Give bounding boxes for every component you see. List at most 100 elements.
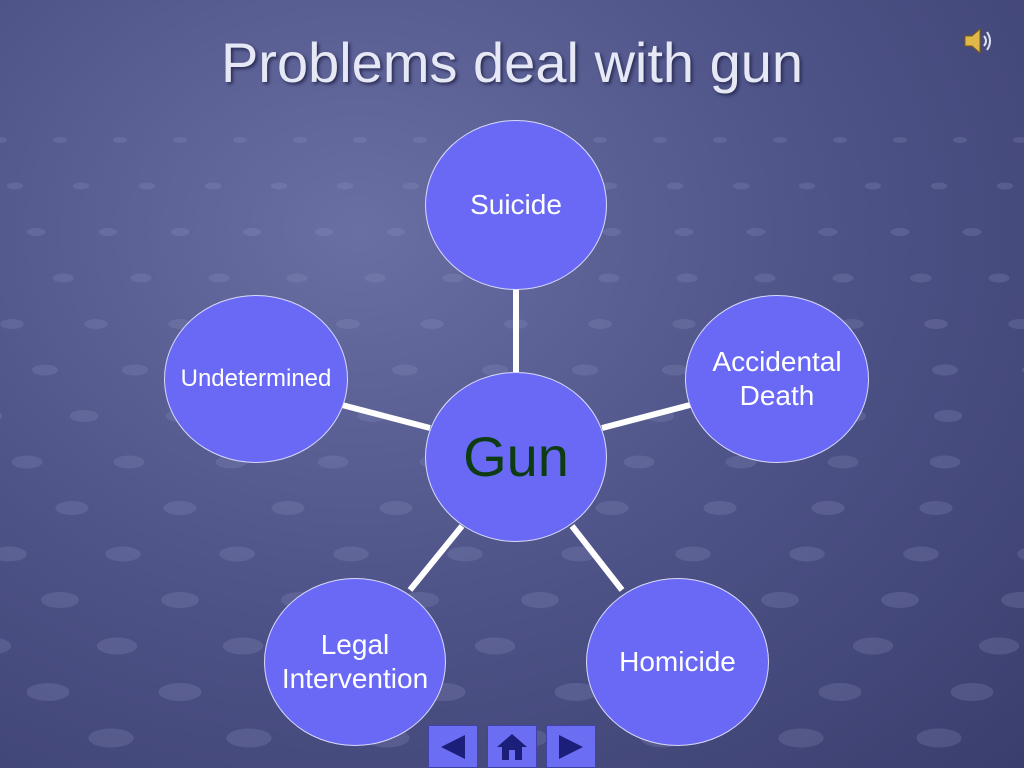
background-dot [336, 182, 354, 190]
background-dot [833, 137, 847, 143]
left-arrow-icon [441, 734, 465, 759]
background-dot [84, 319, 108, 329]
background-dot [746, 228, 766, 236]
background-dot [413, 137, 427, 143]
background-dot [293, 137, 307, 143]
background-dot [113, 455, 145, 469]
node-homicide-label: Homicide [619, 646, 736, 678]
node-legal-intervention-label: Legal Intervention [281, 629, 429, 694]
background-dot [903, 546, 939, 562]
background-dot [554, 683, 598, 701]
background-dot [521, 592, 559, 608]
background-dot [170, 228, 190, 236]
background-dot [219, 546, 255, 562]
background-dot [474, 637, 516, 655]
background-dot [55, 501, 89, 515]
connector-accidental-death [601, 402, 691, 431]
background-dot [778, 728, 824, 748]
background-dot [1008, 319, 1024, 329]
background-dot [158, 683, 202, 701]
background-dot [593, 137, 607, 143]
background-dot [827, 455, 859, 469]
background-dot [662, 364, 688, 376]
background-dot [924, 319, 948, 329]
background-dot [953, 137, 967, 143]
background-dot [204, 182, 222, 190]
background-dot [864, 182, 882, 190]
background-dot [233, 137, 247, 143]
node-center-label: Gun [463, 425, 569, 489]
node-legal-intervention: Legal Intervention [264, 578, 446, 746]
background-dot [88, 728, 134, 748]
background-dot [666, 182, 684, 190]
background-dot [623, 455, 655, 469]
node-undetermined-label: Undetermined [180, 364, 332, 392]
background-dot [732, 182, 750, 190]
background-dot [0, 638, 12, 654]
node-homicide: Homicide [586, 578, 769, 746]
background-dot [773, 137, 787, 143]
next-slide-button[interactable] [546, 725, 596, 768]
background-dot [271, 501, 305, 515]
background-dot [1001, 592, 1024, 608]
background-dot [798, 182, 816, 190]
background-dot [420, 319, 444, 329]
background-dot [270, 182, 288, 190]
background-dot [950, 683, 994, 701]
background-dot [122, 364, 148, 376]
background-dot [41, 592, 79, 608]
background-dot [161, 592, 199, 608]
background-dot [333, 546, 369, 562]
background-dot [602, 228, 622, 236]
background-dot [314, 228, 334, 236]
background-dot [402, 182, 420, 190]
right-arrow-icon [559, 734, 583, 759]
background-dot [379, 501, 413, 515]
background-dot [933, 410, 963, 422]
previous-slide-button[interactable] [428, 725, 478, 768]
background-dot [52, 273, 74, 283]
node-accidental-death: Accidental Death [685, 295, 869, 463]
background-dot [852, 637, 894, 655]
background-dot [226, 728, 272, 748]
background-dot [572, 364, 598, 376]
background-dot [962, 228, 982, 236]
background-dot [286, 273, 308, 283]
background-dot [588, 319, 612, 329]
home-button[interactable] [487, 725, 537, 768]
background-dot [163, 501, 197, 515]
node-accidental-death-label: Accidental Death [712, 346, 842, 411]
background-dot [930, 182, 948, 190]
background-dot [242, 228, 262, 236]
background-dot [0, 412, 3, 420]
background-dot [595, 501, 629, 515]
background-dot [113, 137, 127, 143]
background-dot [53, 137, 67, 143]
background-dot [0, 137, 7, 143]
background-dot [96, 637, 138, 655]
background-dot [675, 546, 711, 562]
background-dot [69, 410, 99, 422]
background-dot [336, 319, 360, 329]
background-dot [653, 137, 667, 143]
slide-title: Problems deal with gun [220, 31, 804, 94]
background-dot [26, 228, 46, 236]
background-dot [929, 455, 961, 469]
background-dot [26, 683, 70, 701]
background-dot [6, 182, 24, 190]
background-dot [353, 137, 367, 143]
background-dot [789, 546, 825, 562]
background-dot [818, 683, 862, 701]
background-dot [703, 501, 737, 515]
background-dot [11, 455, 43, 469]
home-icon [497, 733, 527, 760]
background-dot [832, 273, 854, 283]
background-dot [0, 319, 24, 329]
background-dot [0, 546, 27, 562]
connector-legal-intervention [407, 524, 465, 592]
speaker-icon[interactable] [962, 26, 996, 56]
background-dot [105, 546, 141, 562]
connector-homicide [569, 524, 625, 592]
background-dot [988, 273, 1010, 283]
